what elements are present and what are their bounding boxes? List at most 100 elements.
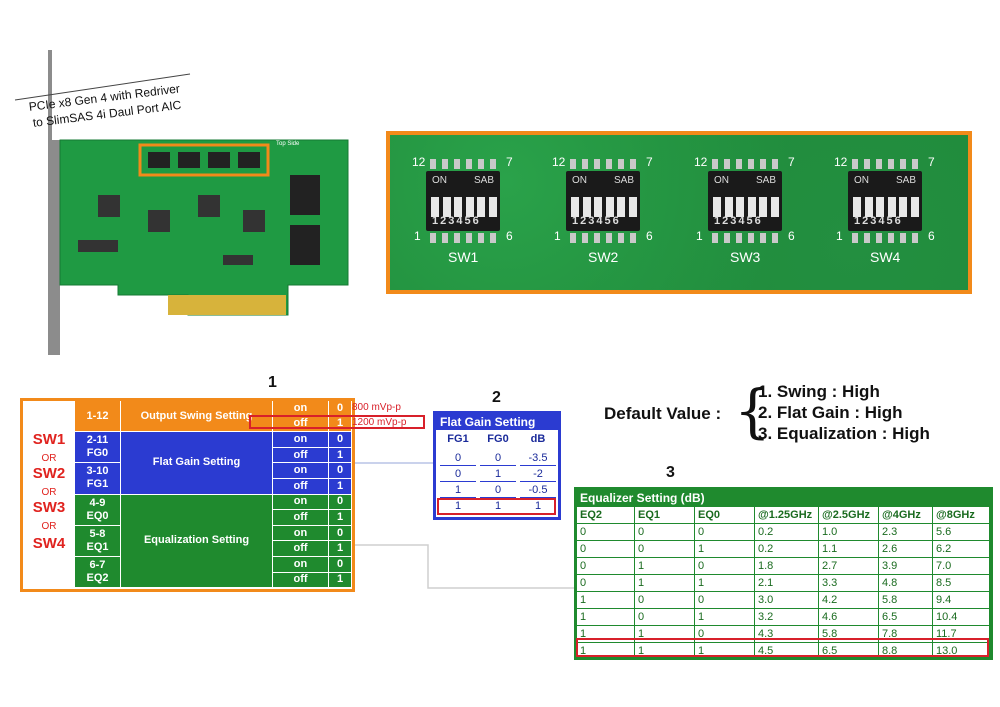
equalizer-title: Equalizer Setting (dB) <box>577 490 990 507</box>
equalizer-cell: 4.5 <box>755 643 819 660</box>
equalizer-cell: 8.5 <box>933 575 990 592</box>
value-cell: 0 <box>329 494 352 511</box>
equalizer-cell: 2.6 <box>879 541 933 558</box>
pin-label: 6 <box>788 229 795 243</box>
switch-pin <box>606 233 612 243</box>
switch-pin <box>864 233 870 243</box>
pin-label: 6 <box>928 229 935 243</box>
switch-pin <box>466 159 472 169</box>
equalizer-cell: 5.8 <box>879 592 933 609</box>
switch-pin <box>724 233 730 243</box>
switch-pin <box>760 233 766 243</box>
flat-gain-cell: 0 <box>440 466 476 482</box>
section-number-3: 3 <box>666 464 675 481</box>
switch-pin <box>852 159 858 169</box>
flat-gain-cell: 0 <box>480 482 516 498</box>
switch-name: SW3 <box>730 249 761 265</box>
switch-pin <box>748 159 754 169</box>
switch-toggle <box>876 197 884 217</box>
sab-label: SAB <box>613 175 634 186</box>
switch-toggle <box>899 197 907 217</box>
switch-pin <box>712 233 718 243</box>
switch-toggle <box>442 197 451 217</box>
switch-pin <box>582 233 588 243</box>
equalizer-cell: 0.2 <box>755 524 819 541</box>
switch-pin <box>478 159 484 169</box>
equalizer-cell: 0 <box>577 575 635 592</box>
switch-pin <box>490 159 496 169</box>
equalizer-header: EQ0 <box>695 507 755 524</box>
section-number-2: 2 <box>492 389 501 406</box>
switch-pin <box>442 159 448 169</box>
equalizer-cell: 3.0 <box>755 592 819 609</box>
pin-label: 1 <box>414 229 421 243</box>
section-number-1: 1 <box>268 374 277 391</box>
switch-toggle <box>759 197 767 217</box>
equalizer-cell: 6.2 <box>933 541 990 558</box>
state-cell: on <box>273 525 329 542</box>
equalizer-cell: 1 <box>577 626 635 643</box>
setting-equalization: Equalization Setting <box>121 494 273 589</box>
switch-toggle <box>713 197 721 217</box>
equalizer-cell: 11.7 <box>933 626 990 643</box>
equalizer-cell: 1.8 <box>755 558 819 575</box>
bracket <box>48 140 60 355</box>
switch-pin <box>736 233 742 243</box>
pin-cell-fg1: 3-10 FG1 <box>75 463 121 495</box>
switch-toggle <box>605 197 614 217</box>
switch-pin <box>594 159 600 169</box>
equalizer-cell: 5.8 <box>819 626 879 643</box>
swing-note-on: 800 mVp-p <box>352 402 401 413</box>
value-cell: 0 <box>329 557 352 573</box>
switch-pin <box>478 233 484 243</box>
pin-cell-eq0: 4-9 EQ0 <box>75 494 121 526</box>
switch-toggle <box>488 197 497 217</box>
pin-label: 6 <box>646 229 653 243</box>
switch-pin <box>876 233 882 243</box>
pin-label: 12 <box>694 155 708 169</box>
flat-gain-cell: 0 <box>480 450 516 466</box>
flat-gain-header: FG0 <box>487 433 509 445</box>
switch-pin <box>618 159 624 169</box>
default-equalizer-highlight <box>576 638 989 657</box>
switch-pin <box>876 159 882 169</box>
state-cell: off <box>273 572 329 589</box>
switch-toggle <box>736 197 744 217</box>
equalizer-cell: 6.5 <box>819 643 879 660</box>
equalizer-cell: 0 <box>577 541 635 558</box>
switch-pin <box>736 159 742 169</box>
switch-pin <box>712 159 718 169</box>
pin-label: 6 <box>506 229 513 243</box>
equalizer-header: EQ2 <box>577 507 635 524</box>
value-cell: 1 <box>329 447 352 464</box>
switch-toggle <box>724 197 733 217</box>
equalizer-cell: 1 <box>635 575 695 592</box>
pin-label: 1 <box>836 229 843 243</box>
flat-gain-header: FG1 <box>447 433 469 445</box>
equalizer-cell: 7.0 <box>933 558 990 575</box>
switch-toggle <box>477 197 485 217</box>
setting-flat-gain: Flat Gain Setting <box>121 432 273 495</box>
equalizer-cell: 2.3 <box>879 524 933 541</box>
equalizer-header: @2.5GHz <box>819 507 879 524</box>
equalizer-cell: 1 <box>695 541 755 558</box>
pin-label: 7 <box>788 155 795 169</box>
state-cell: off <box>273 479 329 495</box>
equalizer-cell: 1 <box>577 592 635 609</box>
equalizer-cell: 0 <box>695 524 755 541</box>
switch-numbers: 123456 <box>714 215 763 227</box>
flat-gain-header: dB <box>530 433 546 445</box>
default-item-equalization: 3. Equalization : High <box>758 424 930 443</box>
equalizer-cell: 8.8 <box>879 643 933 660</box>
equalizer-cell: 0 <box>695 558 755 575</box>
switch-numbers: 123456 <box>572 215 621 227</box>
switch-pin <box>864 159 870 169</box>
switch-pin <box>912 159 918 169</box>
switch-label-sw4: SW4 <box>32 535 66 552</box>
or-label: OR <box>41 521 57 532</box>
